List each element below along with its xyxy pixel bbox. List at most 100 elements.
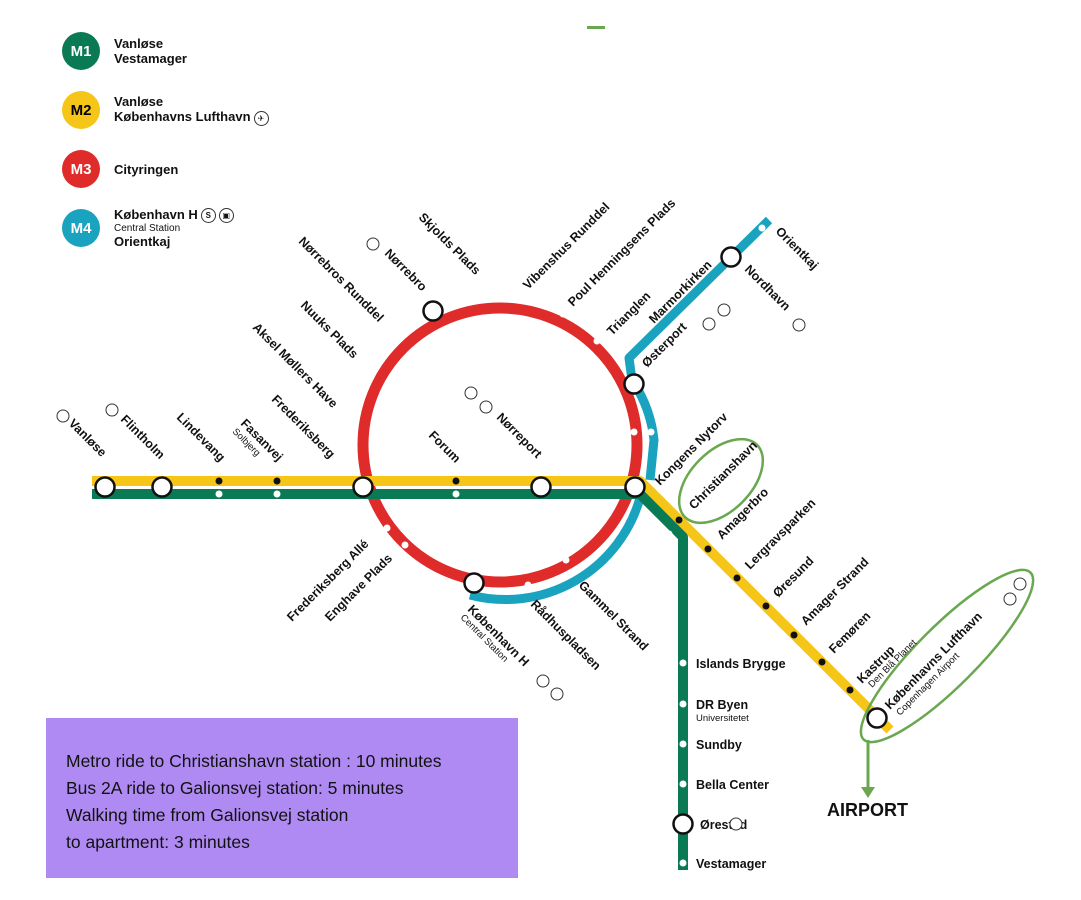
station-kongens-nytorv bbox=[624, 476, 646, 498]
decorative-dash bbox=[587, 26, 605, 29]
station-dot bbox=[818, 658, 826, 666]
m2-line bbox=[92, 476, 894, 734]
station-norrebro bbox=[422, 300, 444, 322]
station-dot bbox=[366, 371, 374, 379]
legend-m4-line2: Central Station bbox=[114, 223, 181, 235]
station-dot bbox=[733, 574, 741, 582]
label-dr-byen: DR Byen bbox=[696, 698, 748, 712]
label-vanlose: Vanløse bbox=[66, 416, 109, 459]
label-islands-brygge: Islands Brygge bbox=[696, 657, 786, 671]
airplane-icon bbox=[1003, 592, 1017, 606]
minor-stations bbox=[215, 224, 854, 867]
info-line-1: Metro ride to Christianshavn station : 1… bbox=[66, 751, 442, 771]
station-dot bbox=[665, 530, 673, 538]
s-train-icon bbox=[479, 400, 493, 414]
label-amagerbro: Amagerbro bbox=[714, 485, 771, 542]
airport-arrow-head bbox=[861, 787, 875, 798]
label-gammel-strand: Gammel Strand bbox=[576, 578, 651, 653]
train-icon: ▣ bbox=[218, 208, 234, 224]
info-line-2: Bus 2A ride to Galionsvej station: 5 min… bbox=[66, 778, 404, 798]
m3-ring bbox=[357, 302, 643, 588]
station-flintholm bbox=[151, 476, 173, 498]
label-lindevang: Lindevang bbox=[174, 410, 228, 464]
station-orestad bbox=[672, 813, 694, 835]
s-train-icon bbox=[536, 674, 550, 688]
label-flintholm: Flintholm bbox=[118, 412, 168, 462]
label-orientkaj: Orientkaj bbox=[773, 224, 821, 272]
legend-m1: M1 Vanløse Vestamager bbox=[62, 32, 187, 70]
station-dot bbox=[790, 631, 798, 639]
legend-m4-line1: København H bbox=[114, 207, 198, 222]
station-dot bbox=[675, 516, 683, 524]
airplane-icon: ✈ bbox=[253, 110, 269, 126]
station-dot bbox=[524, 581, 532, 589]
station-dot bbox=[273, 490, 281, 498]
train-icon bbox=[550, 687, 564, 701]
label-femoren: Femøren bbox=[826, 609, 873, 656]
station-dot bbox=[846, 686, 854, 694]
station-dot bbox=[679, 740, 687, 748]
station-kobenhavn-h bbox=[463, 572, 485, 594]
station-dot bbox=[630, 428, 638, 436]
station-dot bbox=[679, 659, 687, 667]
train-icon bbox=[717, 303, 731, 317]
christianshavn-highlight bbox=[677, 437, 765, 525]
airport-highlight bbox=[859, 568, 1035, 744]
label-oresund: Øresund bbox=[770, 554, 816, 600]
label-sundby: Sundby bbox=[696, 738, 742, 752]
label-skjolds: Skjolds Plads bbox=[416, 210, 483, 277]
s-train-icon bbox=[105, 403, 119, 417]
label-marmorkirken: Marmorkirken bbox=[646, 258, 714, 326]
travel-info-box: Metro ride to Christianshavn station : 1… bbox=[46, 718, 518, 878]
label-trianglen: Trianglen bbox=[604, 289, 653, 338]
label-poul: Poul Henningsens Plads bbox=[565, 196, 678, 309]
legend-m1-line1: Vanløse bbox=[114, 36, 164, 51]
station-dot bbox=[517, 295, 525, 303]
station-norreport bbox=[530, 476, 552, 498]
train-icon bbox=[1013, 577, 1027, 591]
info-line-3: Walking time from Galionsvej station bbox=[66, 805, 349, 825]
m1-badge: M1 bbox=[62, 32, 100, 70]
station-dot bbox=[401, 541, 409, 549]
station-dot bbox=[473, 295, 481, 303]
interchange-stations bbox=[94, 246, 888, 835]
info-line-4: to apartment: 3 minutes bbox=[66, 832, 250, 852]
m2-badge: M2 bbox=[62, 91, 100, 129]
station-dot bbox=[762, 602, 770, 610]
label-bella-center: Bella Center bbox=[696, 778, 769, 792]
station-dot bbox=[383, 524, 391, 532]
m4-line-south bbox=[468, 496, 645, 604]
s-train-icon: S bbox=[200, 208, 216, 224]
airport-label: AIRPORT bbox=[827, 800, 908, 820]
station-lufthavn bbox=[866, 707, 888, 729]
train-icon bbox=[729, 817, 743, 831]
m3-badge: M3 bbox=[62, 150, 100, 188]
label-nuuks: Nuuks Plads bbox=[298, 298, 361, 361]
label-nordhavn: Nordhavn bbox=[742, 262, 793, 313]
s-train-icon bbox=[56, 409, 70, 423]
m4-badge: M4 bbox=[62, 209, 100, 248]
train-icon bbox=[464, 386, 478, 400]
station-nordhavn bbox=[720, 246, 742, 268]
label-norrebro: Nørrebro bbox=[382, 246, 430, 294]
legend-m3: M3 Cityringen bbox=[62, 150, 178, 188]
label-vestamager: Vestamager bbox=[696, 857, 766, 871]
station-dot bbox=[647, 428, 655, 436]
legend-m3-line1: Cityringen bbox=[114, 161, 179, 177]
s-train-icon bbox=[366, 237, 380, 251]
legend-m4-line3: Orientkaj bbox=[114, 234, 171, 250]
station-dot bbox=[679, 780, 687, 788]
label-norreport: Nørreport bbox=[494, 410, 545, 461]
s-train-icon bbox=[792, 318, 806, 332]
legend-m2: M2 Vanløse Københavns Lufthavn✈ bbox=[62, 91, 269, 129]
station-dot bbox=[452, 490, 460, 498]
legend-m2-line2: Københavns Lufthavn bbox=[114, 109, 251, 125]
station-dot bbox=[215, 477, 223, 485]
station-dot bbox=[215, 490, 223, 498]
service-icons bbox=[56, 237, 1027, 831]
s-train-icon bbox=[702, 317, 716, 331]
station-dot bbox=[679, 859, 687, 867]
